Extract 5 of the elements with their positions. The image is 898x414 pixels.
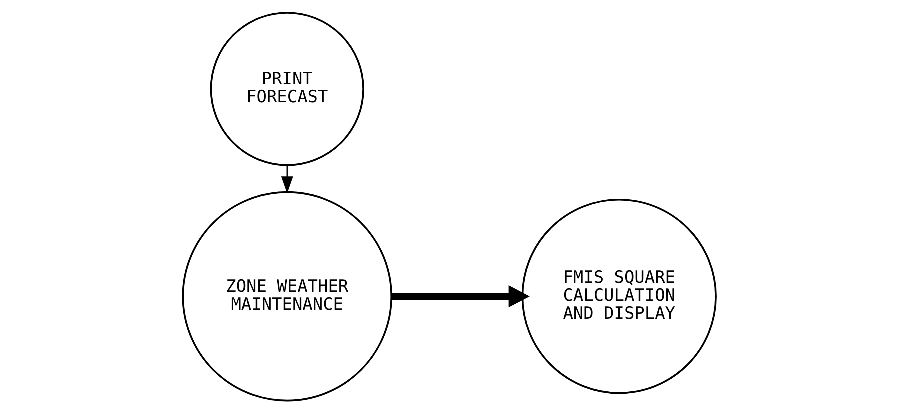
node-circle: PRINT FORECAST xyxy=(210,12,364,166)
arrow xyxy=(280,166,293,194)
arrow xyxy=(392,285,530,308)
node-circle: ZONE WEATHER MAINTENANCE xyxy=(182,191,392,402)
node-circle: FMIS SQUARE CALCULATION AND DISPLAY xyxy=(521,198,716,394)
